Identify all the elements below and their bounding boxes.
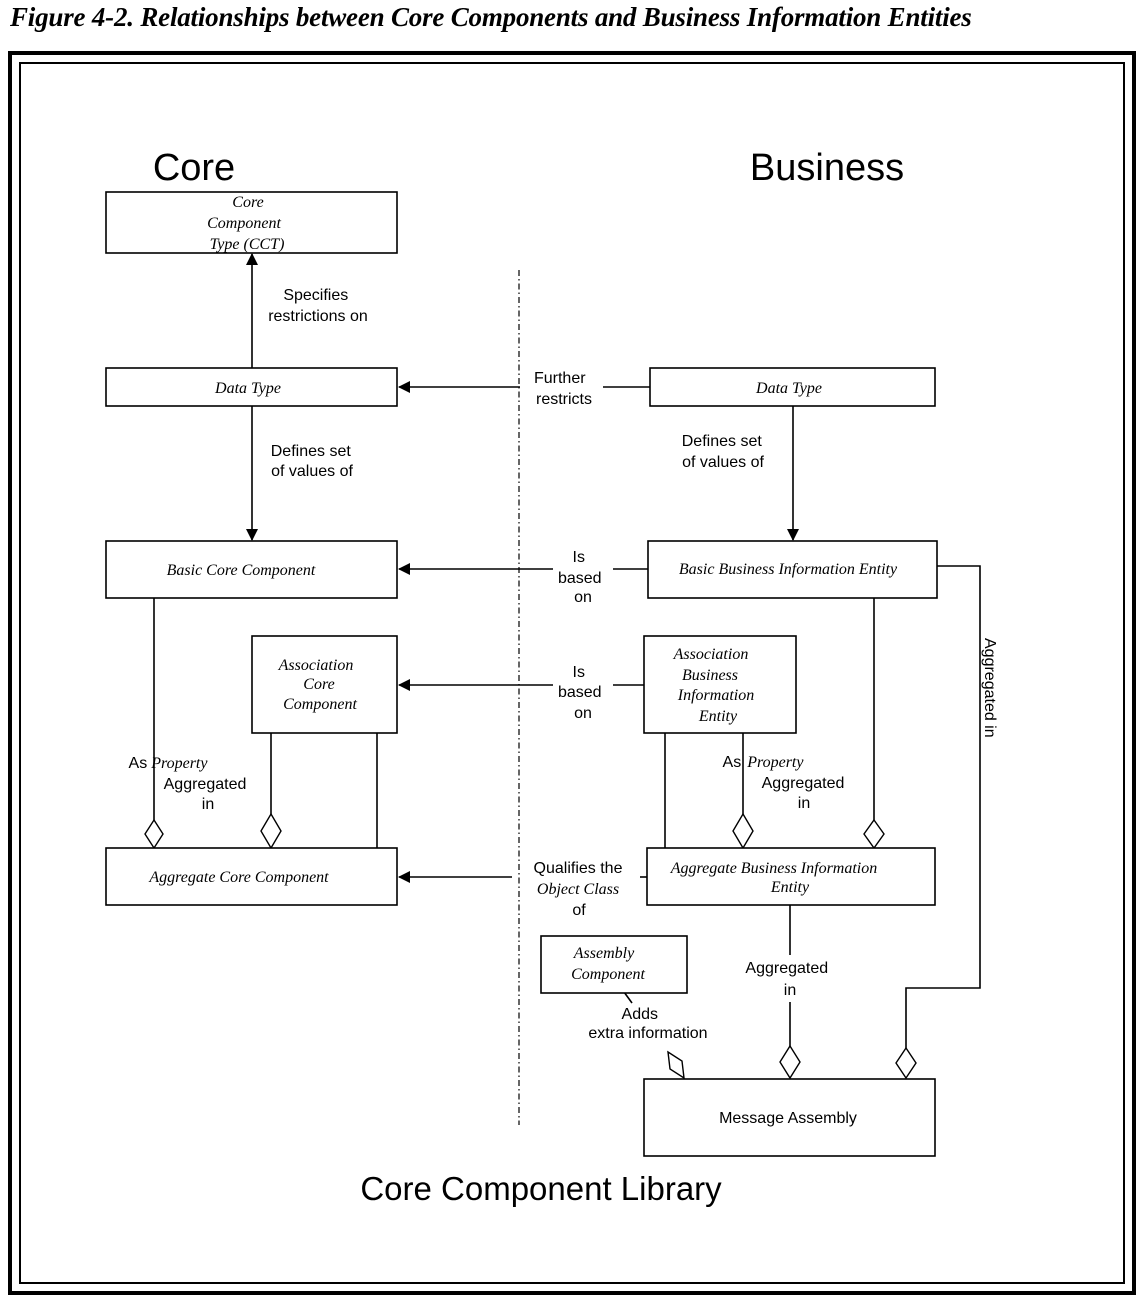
- core-heading: Core: [153, 147, 235, 189]
- association-core-component-label: Association Core Component: [278, 657, 358, 713]
- abie-aggregated-in-label: Aggregated in: [745, 960, 832, 999]
- further-restricts-label: Further restricts: [534, 370, 592, 408]
- bbie-based-on-label: Is based on: [558, 549, 606, 606]
- basic-core-component-box: [105, 540, 398, 599]
- bbie-to-message-line: [905, 565, 981, 1048]
- assembly-adds-line: [623, 991, 633, 1004]
- basic-bie-label: Basic Business Information Entity: [679, 561, 898, 578]
- cct-label: Core Component Type (CCT): [207, 194, 285, 253]
- qualifies-line1: Qualifies the: [534, 860, 623, 877]
- asbie-based-on-label: Is based on: [558, 664, 606, 722]
- aggregate-core-component-label: Aggregate Core Component: [148, 869, 329, 886]
- aggregated-in-vertical-label: Aggregated in: [981, 638, 998, 738]
- core-data-type-box: [105, 367, 398, 407]
- inner-frame: [19, 62, 1125, 1284]
- assembly-component-box: [540, 935, 688, 994]
- association-core-component-box: [251, 635, 398, 734]
- cct-box: [105, 191, 398, 254]
- business-heading: Business: [750, 147, 904, 189]
- adds-extra-info-label: Adds extra information: [588, 1006, 707, 1042]
- message-assembly-box: [643, 1078, 936, 1157]
- specifies-restrictions-label: Specifies restrictions on: [268, 287, 368, 325]
- message-assembly-label: Message Assembly: [719, 1110, 857, 1127]
- aggregate-bie-label: Aggregate Business Information Entity: [670, 860, 882, 896]
- association-bie-box: [643, 635, 797, 734]
- core-ascc-diamond: [260, 812, 282, 850]
- association-bie-label: Association Business Information Entity: [673, 646, 759, 725]
- message-assembly-diamond: [667, 1050, 685, 1080]
- qualifies-line3: of: [572, 902, 586, 919]
- outer-frame: [8, 51, 1136, 1295]
- business-bbie-diamond: [863, 818, 885, 850]
- figure-caption: Figure 4-2. Relationships between Core C…: [10, 2, 972, 32]
- basic-core-component-label: Basic Core Component: [167, 562, 316, 579]
- assembly-component-label: Assembly Component: [571, 945, 645, 983]
- aggregate-core-component-box: [105, 847, 398, 906]
- business-data-type-box: [649, 367, 936, 407]
- qualifies-line2: Object Class: [537, 881, 619, 898]
- business-defines-values-label: Defines set of values of: [682, 433, 767, 471]
- core-bcc-diamond: [144, 818, 164, 850]
- basic-bie-box: [647, 540, 938, 599]
- core-defines-values-label: Defines set of values of: [271, 443, 356, 480]
- message-bbie-diamond: [895, 1046, 917, 1080]
- business-asbie-diamond: [732, 812, 754, 850]
- library-label: Core Component Library: [360, 1170, 722, 1207]
- core-data-type-label: Data Type: [214, 380, 281, 397]
- aggregate-bie-box: [646, 847, 936, 906]
- message-abie-diamond: [779, 1044, 801, 1080]
- business-data-type-label: Data Type: [755, 380, 822, 397]
